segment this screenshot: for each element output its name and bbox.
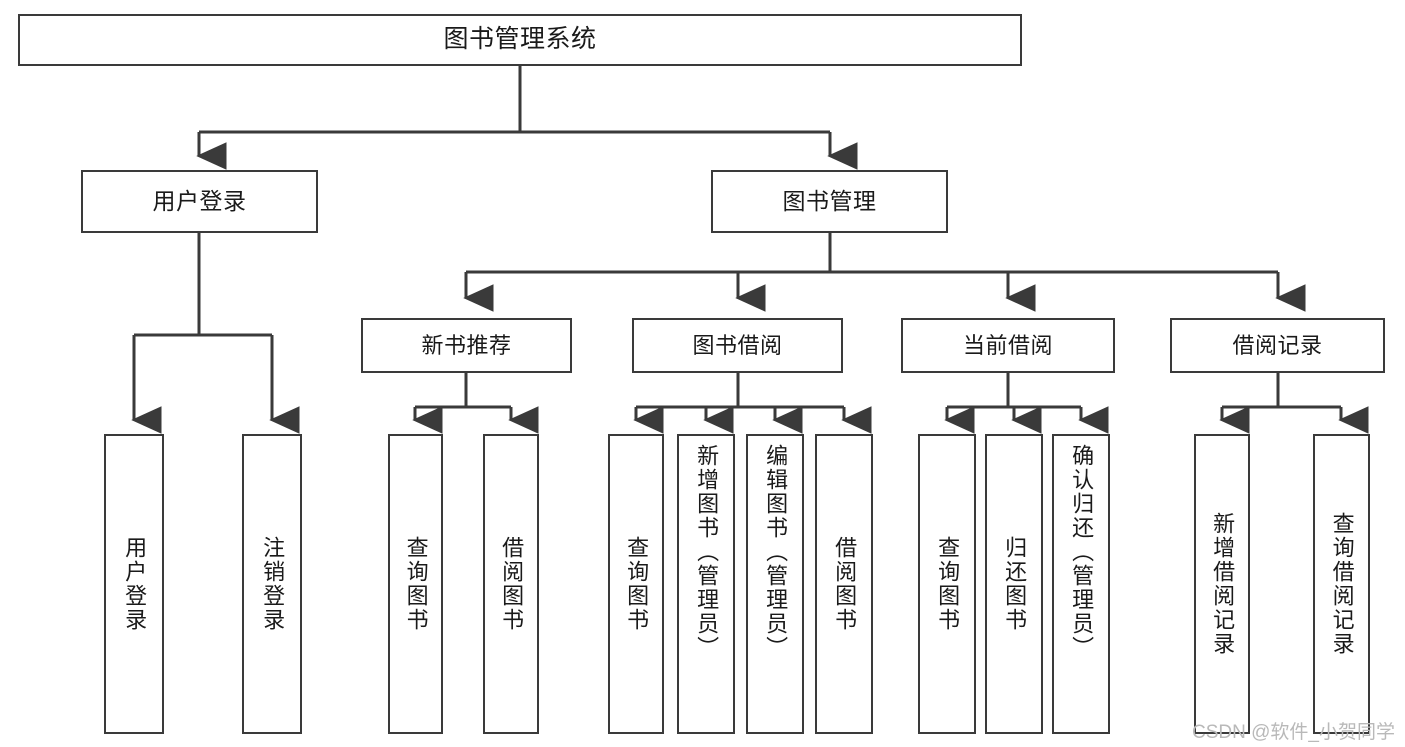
- node-label: 查询图书: [935, 536, 961, 632]
- node-label: 注销登录: [260, 536, 286, 632]
- leaf-borrow-book-recommend[interactable]: 借阅图书: [483, 434, 539, 734]
- leaf-borrow-book[interactable]: 借阅图书: [815, 434, 873, 734]
- leaf-return-book[interactable]: 归还图书: [985, 434, 1043, 734]
- node-user-login[interactable]: 用户登录: [81, 170, 318, 233]
- node-book-management[interactable]: 图书管理: [711, 170, 948, 233]
- node-label: 图书管理: [782, 187, 877, 214]
- node-label: 图书借阅: [692, 332, 783, 358]
- leaf-user-login[interactable]: 用户登录: [104, 434, 164, 734]
- node-label: 查询图书: [624, 536, 650, 632]
- leaf-query-borrow-record[interactable]: 查询借阅记录: [1313, 434, 1370, 734]
- node-current-borrow[interactable]: 当前借阅: [901, 318, 1115, 373]
- leaf-confirm-return-admin[interactable]: 确认归还（管理员）: [1052, 434, 1110, 734]
- node-label: 新书推荐: [421, 332, 512, 358]
- leaf-query-book-current[interactable]: 查询图书: [918, 434, 976, 734]
- node-label: 当前借阅: [962, 332, 1053, 358]
- node-borrow-record[interactable]: 借阅记录: [1170, 318, 1385, 373]
- node-label: 借阅图书: [499, 536, 525, 632]
- node-label: 图书管理系统: [443, 25, 597, 54]
- node-label: 查询图书: [403, 536, 429, 632]
- leaf-logout-login[interactable]: 注销登录: [242, 434, 302, 734]
- node-label: 用户登录: [122, 536, 148, 632]
- leaf-query-book-recommend[interactable]: 查询图书: [388, 434, 443, 734]
- node-book-borrow[interactable]: 图书借阅: [632, 318, 843, 373]
- node-label: 借阅图书: [832, 536, 858, 632]
- node-label: 确认归还（管理员）: [1069, 444, 1095, 660]
- leaf-query-book-borrow[interactable]: 查询图书: [608, 434, 664, 734]
- csdn-watermark: CSDN @软件_小贺同学: [1192, 722, 1395, 743]
- node-label: 编辑图书（管理员）: [763, 444, 789, 660]
- node-label: 借阅记录: [1232, 332, 1323, 358]
- node-label: 归还图书: [1002, 536, 1028, 632]
- leaf-add-borrow-record[interactable]: 新增借阅记录: [1194, 434, 1250, 734]
- node-label: 新增借阅记录: [1210, 512, 1236, 656]
- node-label: 查询借阅记录: [1329, 512, 1355, 656]
- leaf-edit-book-admin[interactable]: 编辑图书（管理员）: [746, 434, 804, 734]
- node-new-book-recommend[interactable]: 新书推荐: [361, 318, 572, 373]
- node-label: 用户登录: [152, 187, 247, 214]
- node-label: 新增图书（管理员）: [694, 444, 720, 660]
- node-root-system[interactable]: 图书管理系统: [18, 14, 1022, 66]
- leaf-add-book-admin[interactable]: 新增图书（管理员）: [677, 434, 735, 734]
